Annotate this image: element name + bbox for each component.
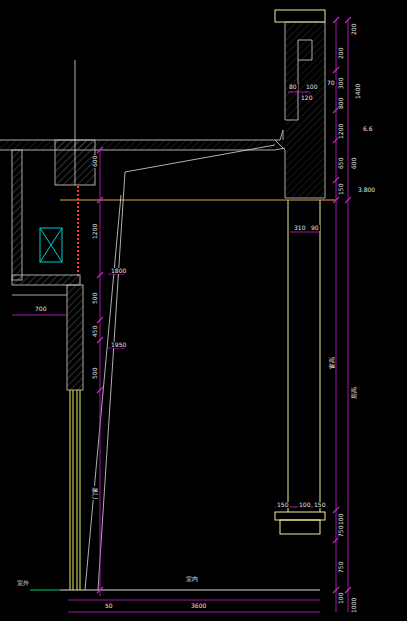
- dimension-label: 500: [92, 367, 98, 380]
- dimension-label: 600: [92, 155, 98, 168]
- dimension-label: 750: [338, 525, 344, 538]
- dimension-label: 70: [326, 80, 336, 86]
- dimension-label: 120: [300, 95, 313, 101]
- dimension-label: 80: [288, 84, 298, 90]
- dimension-label: 310: [293, 225, 306, 231]
- dimension-label: 300: [338, 77, 344, 90]
- dimension-label: 100: [298, 502, 311, 508]
- dimension-label: 150: [338, 183, 344, 196]
- dimension-label: 90: [310, 225, 320, 231]
- dimension-label: 200: [351, 23, 357, 36]
- dimension-label: 门窗: [92, 486, 98, 500]
- dimension-label: 6.6: [362, 126, 374, 132]
- dimension-label: 450: [92, 325, 98, 338]
- dimension-label: 150: [276, 502, 289, 508]
- dimension-label: 3.800: [357, 187, 376, 193]
- dimension-label: 室内: [185, 576, 199, 582]
- dimension-label: 1200: [338, 123, 344, 140]
- dimension-label: 3600: [190, 603, 207, 609]
- dimension-label: 500: [92, 292, 98, 305]
- dimension-label: 1000: [351, 597, 357, 614]
- dimension-label: 层高: [351, 386, 357, 400]
- dimension-label: 1800: [110, 268, 127, 274]
- dimension-label: 1200: [92, 223, 98, 240]
- dimension-label: 200: [338, 47, 344, 60]
- dimension-label: 750: [338, 561, 344, 574]
- dimension-label: 650: [338, 157, 344, 170]
- dimension-label: 室外: [16, 580, 30, 586]
- dimension-label: 100: [305, 84, 318, 90]
- dimension-label: 50: [104, 603, 114, 609]
- dimension-label: 1950: [110, 342, 127, 348]
- dimension-label: 窗高: [329, 356, 335, 370]
- dimension-label: 800: [338, 97, 344, 110]
- dimension-label: 700: [34, 306, 47, 312]
- dimension-label: 150: [313, 502, 326, 508]
- dimension-label: 100: [338, 592, 344, 605]
- dimension-label: 1400: [355, 83, 361, 100]
- dimension-label: 600: [351, 157, 357, 170]
